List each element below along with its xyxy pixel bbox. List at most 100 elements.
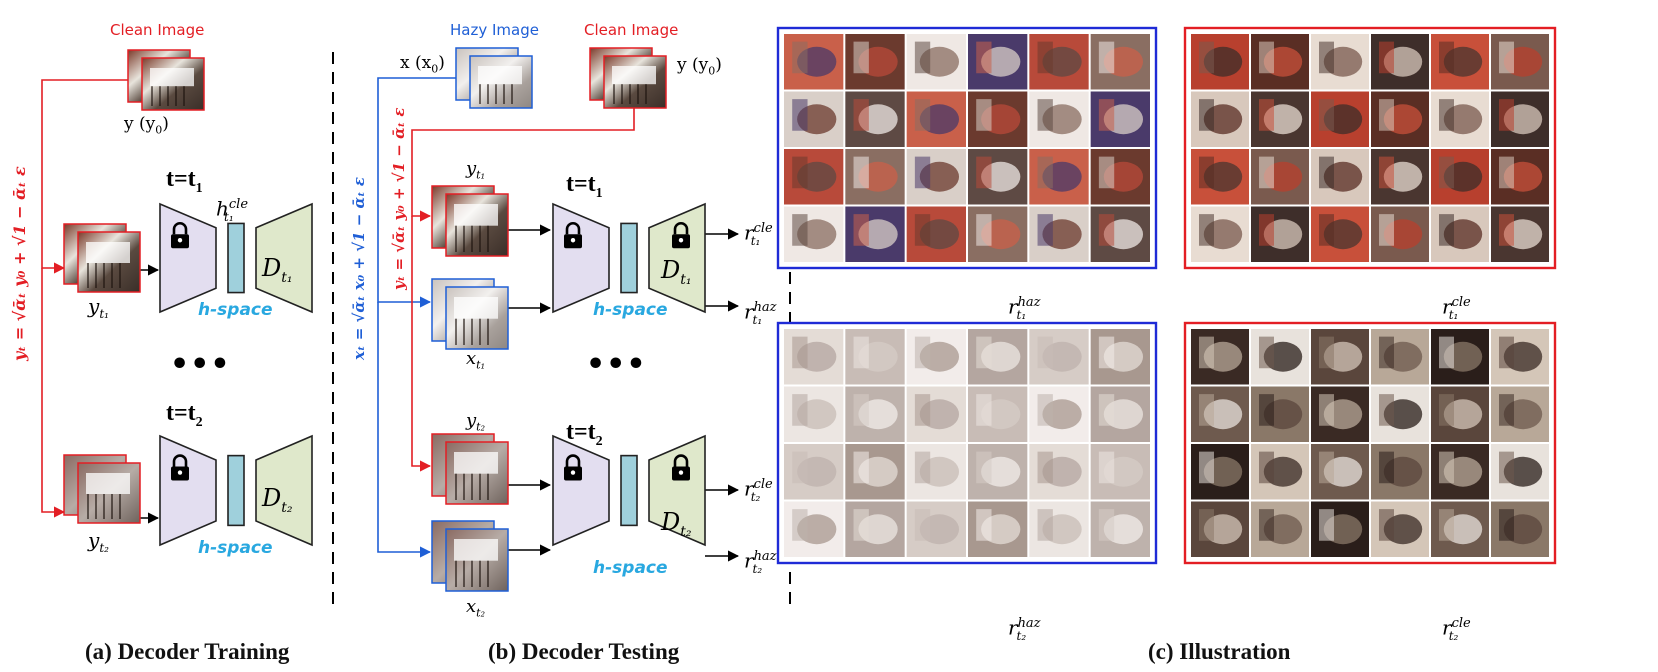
unit-a2-decoder <box>255 434 313 547</box>
clean-image-label-b: Clean Image <box>584 21 679 39</box>
grid-tile-shape <box>1439 41 1454 74</box>
arrow-b-hazy-to-t2 <box>377 302 432 558</box>
grid-tile-shape <box>792 394 808 426</box>
illustration-grids <box>776 26 1557 565</box>
image-thumbnails <box>63 47 667 592</box>
grid-tile-shape <box>1098 336 1115 369</box>
caption-c: (c) Illustration <box>1148 639 1291 664</box>
grid-tile-shape <box>1379 214 1394 246</box>
out-haz-t2: rhazt₂ <box>744 548 777 576</box>
stage2-time-label-a: t=t2 <box>166 400 203 430</box>
grid-tile-shape <box>1098 99 1115 131</box>
noisy-x-t1-b-table <box>454 297 498 319</box>
hazy-eq-b: xₜ = √ᾱₜ x₀ + √1 − ᾱₜ ε <box>350 177 368 360</box>
grid-label-cle-t1: rclet₁ <box>1442 294 1471 322</box>
grid-tile-shape <box>1199 41 1214 74</box>
grid-tile-shape <box>1499 214 1514 246</box>
noisy-x-t2-b-table <box>454 539 498 561</box>
noisy-y-t1-a <box>63 223 141 293</box>
grid-tile-shape <box>853 214 869 246</box>
grid-tile-shape <box>976 509 992 541</box>
grid-tile-shape <box>792 336 808 369</box>
unit-a2-encoder-lock-icon <box>171 454 189 481</box>
noisy-y-t2-b <box>431 433 509 505</box>
clean-image-a-table <box>150 68 194 87</box>
network-blocks <box>159 202 706 547</box>
arrow-a-clean-to-t2 <box>41 268 66 518</box>
noisy-x-t2-b <box>431 520 509 592</box>
unit-a1 <box>159 202 313 314</box>
stage1-time-label-b: t=t1 <box>566 171 603 201</box>
noisy-y-t1-a-table <box>86 242 130 263</box>
unit-b2-decoder-lock-icon-shackle <box>673 454 689 467</box>
noisy-y-t1-b-table <box>454 204 498 226</box>
out-cle-t2: rclet₂ <box>744 476 773 504</box>
grid-tile-shape <box>1439 509 1454 541</box>
grid-tile-shape <box>792 99 808 131</box>
grid-tile-shape <box>976 451 992 484</box>
grid-tile-shape <box>1379 509 1394 541</box>
grid-tile-shape <box>1319 451 1334 484</box>
ellipsis-a: ••• <box>170 347 231 382</box>
grid-tile-shape <box>914 451 931 484</box>
grid-tile-shape <box>1499 41 1514 74</box>
grid-tile-shape <box>1259 214 1274 246</box>
grid-label-haz-t1: rhazt₁ <box>1008 294 1041 322</box>
y-t1-label-b: yt₁ <box>466 158 486 182</box>
grid-tile-shape <box>1379 41 1394 74</box>
unit-a1-bottleneck <box>227 222 245 294</box>
out-haz-t1: rhazt₁ <box>744 299 777 327</box>
grid-tile-shape <box>853 451 869 484</box>
decoder-label-a1: Dt₁ <box>262 254 293 286</box>
unit-b1-encoder-lock-icon-shackle <box>565 221 581 235</box>
forward-eq-a: yₜ = √ᾱₜ y₀ + √1 − ᾱₜ ε <box>10 166 29 361</box>
unit-b2-encoder <box>552 434 610 547</box>
grid-label-cle-t2: rclet₂ <box>1442 615 1471 643</box>
unit-b2-encoder-lock-icon <box>564 454 582 481</box>
grid-tile-shape <box>853 41 869 74</box>
grid-tile-shape <box>1439 156 1454 189</box>
grid-tile-shape <box>1037 156 1053 189</box>
y-t1-label-a: yt₁ <box>88 294 109 321</box>
grid-tile-shape <box>914 214 931 246</box>
hazy-image-b <box>455 47 533 109</box>
grid-label-haz-t2: rhazt₂ <box>1008 615 1041 643</box>
y-t2-label-a: yt₂ <box>88 528 109 555</box>
unit-a2-encoder-lock-icon-shackle <box>172 454 188 467</box>
grid-tile-shape <box>1199 451 1214 484</box>
grid-tile-shape <box>1499 156 1514 189</box>
grid-tile-shape <box>1259 509 1274 541</box>
unit-b1 <box>552 202 706 314</box>
grid-tile-shape <box>792 451 808 484</box>
unit-b1-decoder-lock-icon-shackle <box>673 221 689 235</box>
grid-tile-shape <box>1319 214 1334 246</box>
unit-b2-decoder-lock-icon-keyhole <box>678 470 684 475</box>
grid-tile-shape <box>1199 156 1214 189</box>
grid-tile-shape <box>1098 451 1115 484</box>
unit-b2-bottleneck <box>620 454 638 527</box>
unit-a2-encoder <box>159 434 217 547</box>
grid-tile-shape <box>1439 99 1454 131</box>
grid-tile-shape <box>1037 41 1053 74</box>
grid-tile-shape <box>792 509 808 541</box>
grid-tile-shape <box>853 394 869 426</box>
hspace-label-a2: h-space <box>198 538 273 558</box>
grid-tile-shape <box>1037 394 1053 426</box>
noisy-y-t2-a-table <box>86 473 130 494</box>
grid-tile-shape <box>853 509 869 541</box>
grid-tile-shape <box>1199 509 1214 541</box>
grid-haz1 <box>776 26 1158 270</box>
unit-b1-decoder <box>648 202 706 314</box>
unit-a1-decoder <box>255 202 313 314</box>
grid-tile-shape <box>1098 509 1115 541</box>
grid-tile-shape <box>1379 394 1394 426</box>
noisy-x-t1-b <box>431 278 509 350</box>
hazy-image-label-b: Hazy Image <box>450 21 539 39</box>
arrow-b-hazy-to-t1 <box>377 77 456 308</box>
clean-image-a <box>127 49 205 111</box>
grid-haz2 <box>776 321 1158 565</box>
grid-tile-shape <box>1319 156 1334 189</box>
y0-label-b: y (y0) <box>677 55 722 78</box>
h-cle-label-a: hclet₁ <box>216 196 249 224</box>
